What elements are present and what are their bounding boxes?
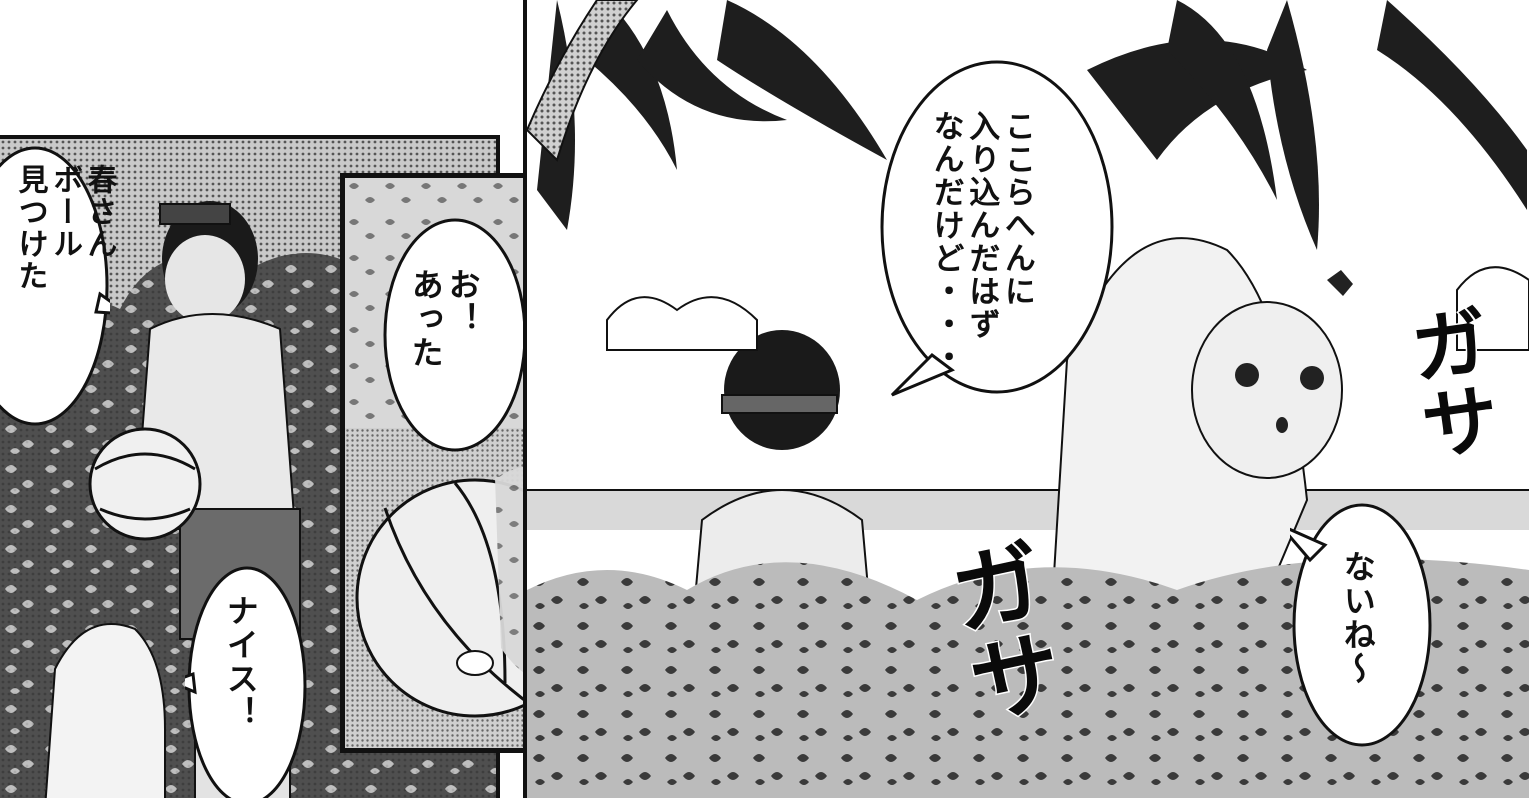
sfx-rustle-top: ガサ [1391,298,1505,468]
right-panel-art [527,0,1529,798]
speech-bubble-girl-right [1290,500,1435,750]
speech-text-girl-right: ないね〜 [1338,550,1377,686]
speech-bubble-boy [0,144,110,429]
speech-text-girl: ナイス！ [221,594,260,730]
foreground-bushes [527,558,1529,798]
palm-trunk [527,0,639,162]
speech-text-boy-right: ここらへんに 入り込んだはず なんだけど・・・ [927,110,1035,374]
palm-leaves [537,0,1527,250]
speech-text-middle: お！ あった [406,268,482,370]
speech-bubble-girl [185,564,310,798]
girl-figure [44,623,166,798]
speech-text-boy: 春さん ボール 見つけた [12,164,117,292]
right-panel: ここらへんに 入り込んだはず なんだけど・・・ ないね〜 ガサ ガサ [523,0,1529,798]
beach-ball [88,427,202,541]
speech-bubble-boy-right [877,55,1117,400]
